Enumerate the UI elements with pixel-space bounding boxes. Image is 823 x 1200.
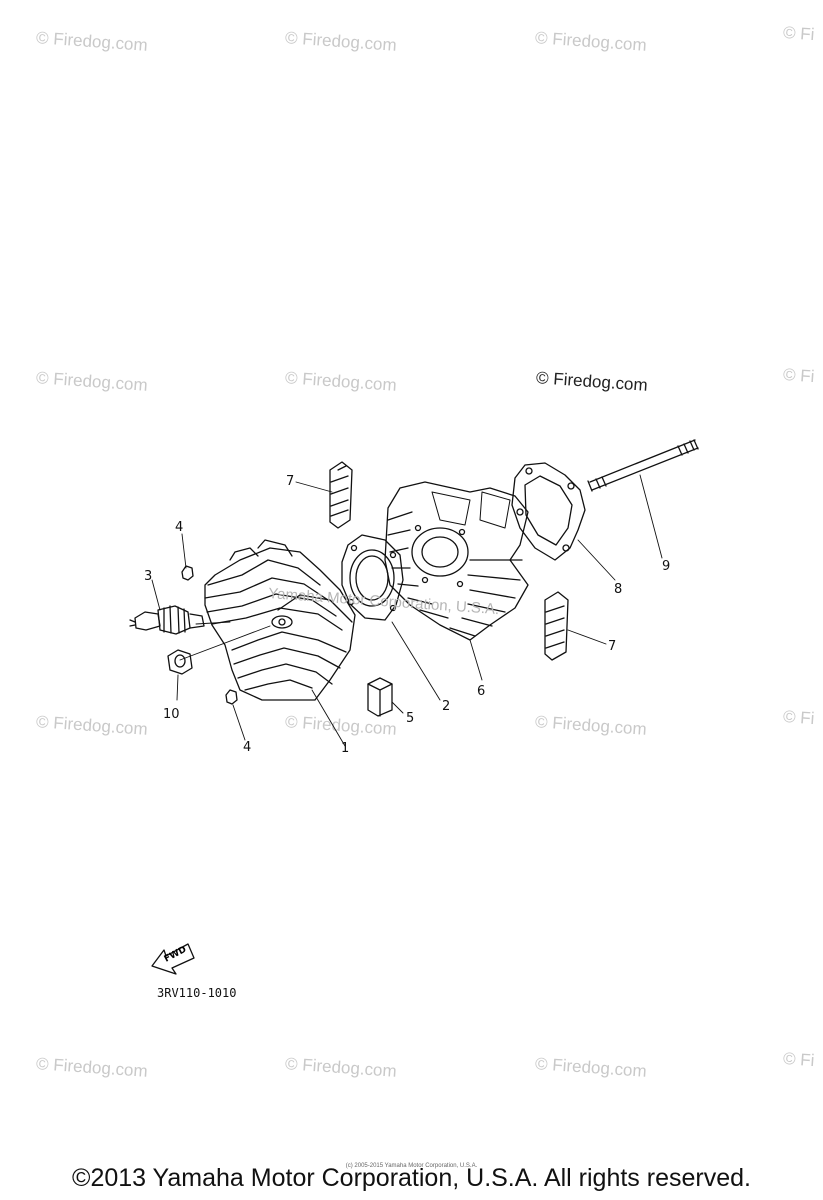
part-6-cylinder [384,481,529,641]
part-5-damper [367,677,393,717]
leader-line [391,621,441,701]
leader-line [179,625,271,661]
fwd-arrow-icon [151,943,195,975]
callout-9: 9 [662,559,670,574]
callout-5: 5 [406,711,414,726]
leader-line [311,689,346,747]
leader-line [181,533,187,569]
part-10-nut [167,649,193,675]
leader-line [567,629,607,645]
part-3-spark-plug [129,605,205,635]
callout-1: 1 [341,741,349,756]
leader-line [639,474,663,559]
part-4-nut-bottom [225,689,238,705]
leader-line [232,704,246,741]
leader-line [295,481,333,493]
leader-line [469,639,483,681]
callout-4-bottom: 4 [243,740,251,755]
part-2-head-gasket [341,534,404,621]
callout-6: 6 [477,684,485,699]
leader-line [391,701,404,714]
part-9-stud-bolt [587,439,699,492]
leader-line [151,579,161,611]
callout-7-top: 7 [286,474,294,489]
callout-4-top: 4 [175,520,183,535]
callout-8: 8 [614,582,622,597]
part-4-nut-top [181,565,194,581]
callout-10: 10 [163,707,180,722]
diagram-part-code: 3RV110-1010 [157,986,237,1000]
leader-line [577,539,616,581]
callout-7-right: 7 [608,639,616,654]
part-8-base-gasket [511,462,586,561]
leader-line [195,621,231,625]
overlay-watermark-text: Yamaha Motor Corporation, U.S.A. [268,585,500,618]
callout-3: 3 [144,569,152,584]
footer-copyright: ©2013 Yamaha Motor Corporation, U.S.A. A… [72,1164,751,1192]
callout-2: 2 [442,699,450,714]
part-7-damper-right [544,591,569,661]
part-1-cylinder-head [204,539,356,701]
part-7-damper-top [329,461,353,529]
micro-copyright: (c) 2005-2015 Yamaha Motor Corporation, … [345,1163,478,1169]
leader-line [176,674,179,701]
